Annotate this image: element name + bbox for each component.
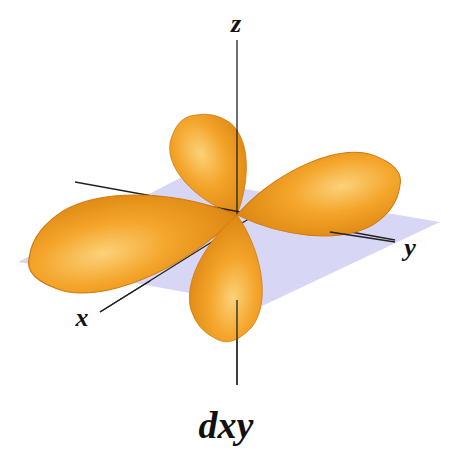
axis-label: z — [231, 11, 241, 37]
orbital-lobe — [229, 142, 409, 255]
axis-label: y — [404, 235, 416, 261]
axis-label: x — [76, 305, 89, 331]
z-axis — [236, 300, 237, 385]
z-axis — [236, 40, 237, 385]
orbital-caption: dxy — [199, 406, 254, 444]
y-axis — [330, 232, 395, 242]
x-axis — [100, 281, 150, 312]
orbital-lobe — [184, 210, 272, 345]
